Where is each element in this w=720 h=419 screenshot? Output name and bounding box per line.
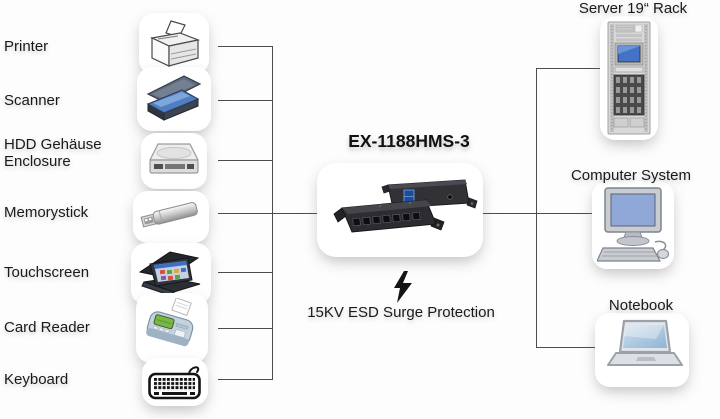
hub-to-computer-line (470, 213, 595, 214)
label-touchscreen: Touchscreen (4, 264, 90, 281)
memorystick-sticker (138, 196, 204, 238)
product-title: EX-1188HMS-3 (348, 131, 470, 151)
touchscreen-icon (138, 251, 201, 297)
connector-line-keyboard (218, 379, 273, 380)
printer-icon (150, 20, 201, 67)
right-bus-line (536, 68, 537, 348)
connector-line-scanner (218, 100, 273, 101)
connector-line-hdd (218, 160, 273, 161)
usb-hub-device-image (333, 179, 478, 233)
card-reader-icon (146, 298, 194, 347)
computer-system-sticker (597, 186, 669, 264)
server-rack-icon (607, 21, 651, 135)
touchscreen-sticker (136, 248, 206, 300)
usb-hub-sticker (322, 168, 478, 252)
card-reader-sticker (141, 298, 203, 358)
notebook-icon (607, 319, 683, 366)
scanner-icon (146, 75, 202, 121)
lightning-bolt-icon (394, 271, 412, 303)
label-memorystick: Memorystick (4, 204, 89, 221)
scanner-sticker (142, 72, 206, 126)
connector-line-server (536, 68, 601, 69)
label-hdd-enclosure: HDD Gehäuse Enclosure (4, 136, 102, 170)
printer-sticker (144, 18, 204, 70)
label-computer-system: Computer System (570, 167, 692, 184)
keyboard-icon (148, 366, 201, 400)
connector-line-memorystick-to-hub (218, 213, 330, 214)
label-notebook: Notebook (608, 297, 674, 314)
desktop-computer-icon (597, 187, 669, 262)
surge-protection-label: 15KV ESD Surge Protection (307, 304, 495, 321)
label-printer: Printer (4, 38, 49, 55)
label-keyboard: Keyboard (4, 371, 69, 388)
connector-line-touchscreen (218, 272, 273, 273)
label-server-rack: Server 19“ Rack (578, 0, 688, 17)
notebook-sticker (600, 318, 684, 382)
left-bus-line (272, 46, 273, 380)
memorystick-icon (140, 202, 198, 228)
hdd-enclosure-icon (149, 143, 199, 174)
connector-line-cardreader (218, 328, 273, 329)
connector-line-printer (218, 46, 273, 47)
hdd-sticker (146, 138, 202, 184)
label-scanner: Scanner (4, 92, 60, 109)
keyboard-sticker (147, 363, 203, 401)
server-rack-sticker (605, 21, 653, 135)
label-card-reader: Card Reader (4, 319, 90, 336)
connector-line-notebook (536, 347, 601, 348)
